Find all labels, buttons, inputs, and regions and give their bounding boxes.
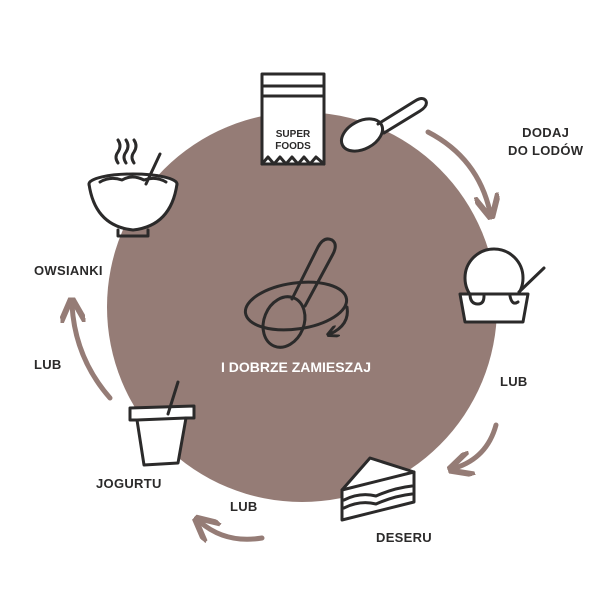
label-lub-bottom: LUB <box>230 499 258 514</box>
porridge-bowl-icon <box>87 138 179 238</box>
label-deseru: DESERU <box>376 530 432 545</box>
label-do-lodow: DO LODÓW <box>508 143 584 158</box>
label-owsianki: OWSIANKI <box>34 263 103 278</box>
label-add-to-ice-cream: DODAJ DO LODÓW <box>508 124 583 160</box>
stirring-spoon-icon <box>243 237 349 349</box>
yogurt-cup-icon <box>128 380 196 467</box>
label-jogurtu: JOGURTU <box>96 476 162 491</box>
arrow-to-porridge <box>72 305 113 401</box>
superfoods-package-icon <box>260 72 326 166</box>
spoon-icon <box>339 97 428 153</box>
label-dodaj: DODAJ <box>522 125 570 140</box>
package-text-super: SUPER <box>276 129 311 140</box>
label-lub-right: LUB <box>500 374 528 389</box>
arrow-to-yogurt <box>200 522 265 539</box>
cake-slice-icon <box>340 456 416 522</box>
label-lub-left: LUB <box>34 357 62 372</box>
center-instruction: I DOBRZE ZAMIESZAJ <box>221 359 371 375</box>
package-text-foods: FOODS <box>275 141 311 152</box>
arrow-to-ice-cream <box>425 129 490 212</box>
arrow-to-dessert <box>455 422 499 468</box>
ice-cream-icon <box>458 247 546 324</box>
